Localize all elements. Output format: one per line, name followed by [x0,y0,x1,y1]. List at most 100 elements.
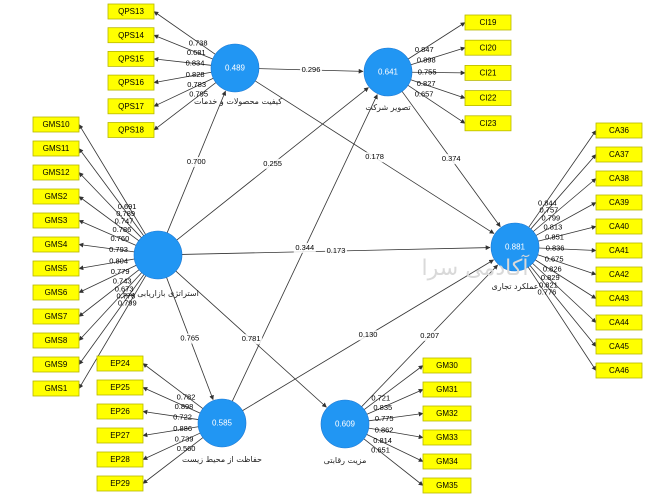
indicator-label: GMS10 [42,120,70,129]
loading-line [78,258,135,271]
indicator-label: GMS5 [45,264,68,273]
indicator-ep25: EP25 [96,379,144,396]
loading-line [368,411,424,422]
loading-value: 0.560 [177,444,196,453]
loading-value: 0.821 [539,281,558,290]
loading-value: 0.786 [113,225,132,234]
path-coef-bg [300,64,323,75]
path-coefficient: 0.130 [359,330,378,339]
indicator-gm35: GM35 [422,477,472,494]
indicator-gm30: GM30 [422,357,472,374]
path-coefficient: 0.178 [365,152,384,161]
indicator-label: QPS18 [118,126,144,135]
indicator-qps14: QPS14 [107,27,155,44]
indicator-label: CA46 [609,366,630,375]
indicator-gm32: GM32 [422,405,472,422]
loading-line [142,426,199,438]
indicator-label: EP25 [110,383,130,392]
indicator-label: GM35 [436,481,458,490]
loading-value: 0.799 [118,299,137,308]
indicator-ca45: CA45 [595,338,643,355]
loading-line [527,266,597,371]
indicator-gms11: GMS11 [32,140,80,157]
indicator-gms12: GMS12 [32,164,80,181]
indicator-qps17: QPS17 [107,98,155,115]
construct-name: حفاظت از محیط زیست [182,455,262,464]
construct-r2: 0.881 [505,243,526,252]
indicator-label: EP28 [110,455,130,464]
indicator-label: GM31 [436,385,458,394]
path-coefficient: 0.700 [187,157,206,166]
indicator-label: CI23 [480,119,497,128]
loading-value: 0.722 [173,413,192,422]
indicator-label: CI19 [480,18,497,27]
indicator-label: CI22 [480,94,497,103]
path-coef-bg [440,154,463,165]
indicator-label: EP29 [110,479,130,488]
path-coefficient: 0.173 [327,246,346,255]
indicator-gms10: GMS10 [32,116,80,133]
loading-line [78,275,147,389]
path-coefficient: 0.374 [442,154,461,163]
loading-line [407,22,466,60]
loading-line [142,363,204,409]
indicator-gms5: GMS5 [32,260,80,277]
indicator-label: CA37 [609,150,630,159]
path-coef-bg [261,158,284,169]
loading-line [538,225,597,242]
path-coefficient: 0.255 [263,159,282,168]
indicator-label: GMS7 [45,312,68,321]
loading-value: 0.862 [375,425,394,434]
indicator-label: GMS11 [43,144,70,153]
construct-name: کیفیت محصولات و خدمات [194,97,282,106]
indicator-label: GMS8 [45,336,68,345]
indicator-label: CA43 [609,294,630,303]
indicator-label: QPS16 [118,78,144,87]
loading-value: 0.747 [115,217,134,226]
indicator-ca40: CA40 [595,218,643,235]
loading-value: 0.651 [371,445,390,454]
loading-line [411,70,466,76]
loading-line [407,84,466,124]
indicator-label: CA42 [609,270,630,279]
loading-value: 0.813 [543,222,562,231]
loading-line [363,438,424,486]
indicator-ci22: CI22 [464,90,512,106]
indicator-ci21: CI21 [464,65,512,81]
loading-line [78,220,137,246]
path-coef-bg [240,334,263,345]
loading-line [153,77,214,107]
loading-line [366,389,424,415]
path-coef-bg [357,330,380,341]
loading-line [368,427,424,440]
loading-value: 0.793 [109,245,128,254]
loading-value: 0.827 [417,79,436,88]
loading-value: 0.844 [538,198,557,207]
loading-line [532,263,597,323]
indicator-label: CA45 [609,342,630,351]
path-coefficient: 0.781 [242,334,261,343]
path-coef-bg [178,333,201,344]
loading-value: 0.847 [415,45,434,54]
loading-value: 0.828 [186,70,205,79]
path-coef-bg [185,156,208,167]
loading-line [78,148,145,236]
indicator-label: GM33 [436,433,458,442]
indicator-ca37: CA37 [595,146,643,163]
indicator-label: CA40 [609,222,630,231]
indicator-gms6: GMS6 [32,284,80,301]
indicator-label: GMS4 [45,240,68,249]
loading-line [363,365,424,410]
indicator-ep26: EP26 [96,403,144,420]
indicator-qps16: QPS16 [107,74,155,91]
indicator-label: QPS15 [118,55,144,64]
loading-line [78,264,137,293]
loading-line [410,46,466,66]
loading-line [529,265,597,347]
loading-line [78,272,143,341]
